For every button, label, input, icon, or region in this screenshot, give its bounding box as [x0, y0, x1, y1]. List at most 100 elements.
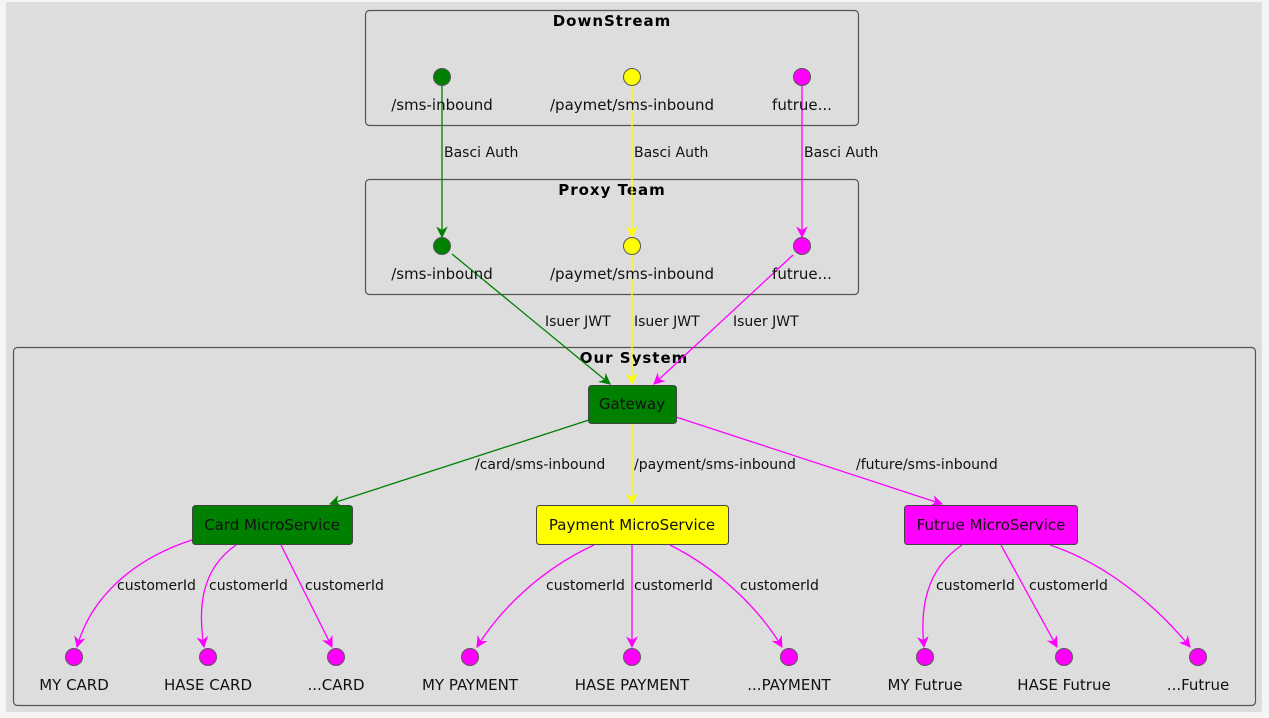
interface-circle-icon[interactable] [461, 648, 479, 666]
service-box[interactable] [192, 505, 353, 545]
edge-label-basic-auth: Basci Auth [634, 145, 708, 161]
leaf-label: MY Futrue [888, 676, 963, 694]
service-label: Payment MicroService [549, 516, 715, 534]
leaf-node[interactable]: ...Futrue [1167, 648, 1229, 695]
leaf-node[interactable]: MY Futrue [888, 648, 963, 695]
edge-label-issuer-jwt: Isuer JWT [634, 314, 700, 330]
proxy-nodes: /sms-inbound /paymet/sms-inbound futrue.… [391, 237, 832, 284]
interface-circle-icon[interactable] [780, 648, 798, 666]
edge-label-customer-id: customerId [1029, 578, 1108, 594]
interface-circle-icon[interactable] [1055, 648, 1073, 666]
leaf-node[interactable]: HASE CARD [164, 648, 252, 695]
gateway-label: Gateway [599, 395, 665, 413]
interface-node[interactable]: /sms-inbound [391, 237, 493, 284]
package-system-title: Our System [580, 349, 689, 367]
interface-node[interactable]: futrue... [772, 68, 832, 115]
edge-label-customer-id: customerId [117, 578, 196, 594]
leaf-label: ...PAYMENT [747, 676, 831, 694]
edges-routes: /card/sms-inbound /payment/sms-inbound /… [328, 416, 998, 507]
interface-circle-icon[interactable] [65, 648, 83, 666]
edge-proxy-future-to-gateway [653, 254, 794, 385]
downstream-nodes: /sms-inbound /paymet/sms-inbound futrue.… [391, 68, 832, 115]
interface-circle-icon[interactable] [327, 648, 345, 666]
interface-circle-icon[interactable] [916, 648, 934, 666]
package-downstream-frame [364, 9, 860, 127]
interface-node[interactable]: /paymet/sms-inbound [550, 237, 714, 284]
edge-label-basic-auth: Basci Auth [804, 145, 878, 161]
edge-proxy-sms-to-gateway [451, 253, 611, 385]
edge-future-to-my-future [917, 544, 963, 649]
interface-circle-icon[interactable] [793, 68, 811, 86]
gateway-node[interactable]: Gateway [588, 385, 677, 424]
leaf-label: ...CARD [307, 676, 364, 694]
leaf-label: MY CARD [39, 676, 109, 694]
interface-label: /paymet/sms-inbound [550, 265, 714, 283]
edge-label-issuer-jwt: Isuer JWT [545, 314, 611, 330]
edge-card-to-etc-card [280, 544, 333, 649]
edges-issuer-jwt: Isuer JWT Isuer JWT Isuer JWT [451, 253, 799, 386]
interface-circle-icon[interactable] [793, 237, 811, 255]
edge-label-customer-id: customerId [634, 578, 713, 594]
leaf-node[interactable]: HASE Futrue [1017, 648, 1111, 695]
package-proxy-frame [364, 178, 860, 296]
edge-label-basic-auth: Basci Auth [444, 145, 518, 161]
leaf-node[interactable]: MY PAYMENT [422, 648, 519, 695]
edges-basic-auth: Basci Auth Basci Auth Basci Auth [436, 86, 878, 239]
edges-customer: customerId customerId customerId custome… [74, 539, 1191, 649]
edge-label-customer-id: customerId [305, 578, 384, 594]
leaf-label: HASE CARD [164, 676, 252, 694]
edge-gateway-to-card [328, 419, 590, 507]
interface-label: futrue... [772, 265, 832, 283]
interface-circle-icon[interactable] [623, 68, 641, 86]
leaf-node[interactable]: ...CARD [307, 648, 365, 695]
leaf-label: HASE Futrue [1017, 676, 1110, 694]
leaf-label: ...Futrue [1167, 676, 1229, 694]
interface-node[interactable]: /paymet/sms-inbound [550, 68, 714, 115]
service-node-card[interactable]: Card MicroService [192, 505, 353, 545]
leaf-label: MY PAYMENT [422, 676, 519, 694]
edge-payment-to-my-payment [476, 544, 595, 648]
package-downstream: DownStream [364, 9, 860, 127]
service-label: Futrue MicroService [917, 516, 1066, 534]
package-proxy: Proxy Team [364, 178, 860, 296]
leaf-label: HASE PAYMENT [575, 676, 690, 694]
interface-node[interactable]: /sms-inbound [391, 68, 493, 115]
edge-card-to-hase-card [196, 544, 237, 649]
edge-label-customer-id: customerId [936, 578, 1015, 594]
service-label: Card MicroService [204, 516, 340, 534]
interface-circle-icon[interactable] [1189, 648, 1207, 666]
leaf-node[interactable]: ...PAYMENT [747, 648, 832, 695]
leaf-node[interactable]: MY CARD [39, 648, 109, 695]
interface-circle-icon[interactable] [433, 68, 451, 86]
edge-label-customer-id: customerId [740, 578, 819, 594]
edge-label-customer-id: customerId [546, 578, 625, 594]
interface-label: /paymet/sms-inbound [550, 96, 714, 114]
edge-future-to-hase-future [1000, 544, 1058, 649]
package-proxy-title: Proxy Team [558, 181, 666, 199]
edge-card-to-my-card [74, 539, 193, 649]
edge-payment-to-etc-payment [669, 544, 783, 649]
package-downstream-title: DownStream [553, 12, 672, 30]
interface-label: futrue... [772, 96, 832, 114]
interface-node[interactable]: futrue... [772, 237, 832, 284]
edge-label-route-card: /card/sms-inbound [475, 457, 605, 473]
leaf-node[interactable]: HASE PAYMENT [575, 648, 690, 695]
interface-circle-icon[interactable] [623, 648, 641, 666]
edge-label-customer-id: customerId [209, 578, 288, 594]
edge-label-route-future: /future/sms-inbound [856, 457, 998, 473]
edge-label-route-payment: /payment/sms-inbound [634, 457, 796, 473]
service-box[interactable] [904, 505, 1078, 545]
interface-circle-icon[interactable] [623, 237, 641, 255]
service-box[interactable] [536, 505, 729, 545]
edge-future-to-etc-future [1049, 544, 1191, 648]
edge-label-issuer-jwt: Isuer JWT [733, 314, 799, 330]
edge-gateway-to-future [675, 416, 944, 507]
interface-circle-icon[interactable] [199, 648, 217, 666]
service-node-future[interactable]: Futrue MicroService [904, 505, 1078, 545]
interface-circle-icon[interactable] [433, 237, 451, 255]
leaf-nodes: MY CARD HASE CARD ...CARD MY PAYMENT HAS… [39, 648, 1229, 695]
interface-label: /sms-inbound [391, 265, 493, 283]
service-node-payment[interactable]: Payment MicroService [536, 505, 729, 545]
gateway-box[interactable] [588, 385, 677, 424]
